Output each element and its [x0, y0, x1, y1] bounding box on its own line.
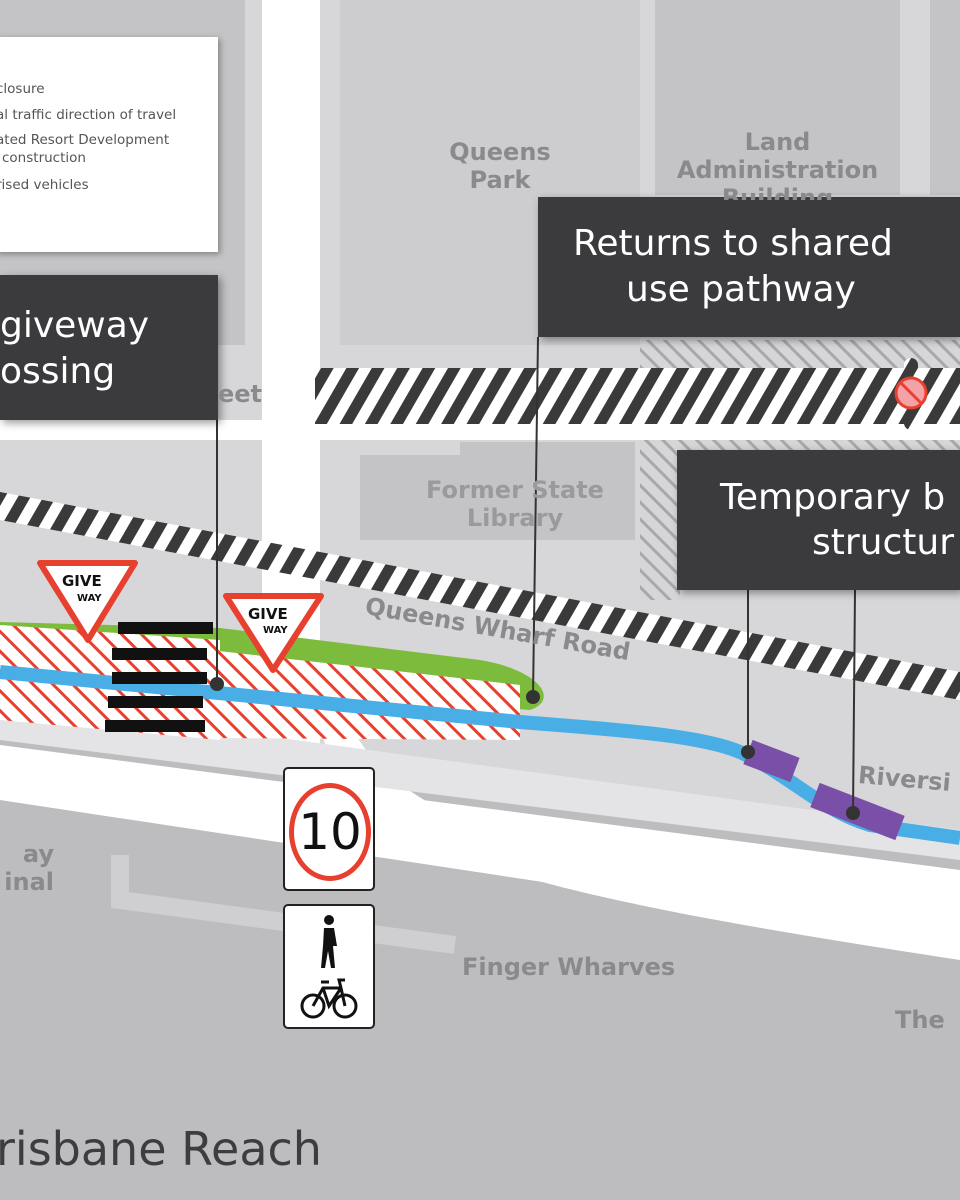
shared-path-sign: [283, 904, 375, 1029]
give-way-text: GIVE: [62, 572, 102, 590]
label-finger-wharves: Finger Wharves: [462, 953, 676, 981]
construction-zone: [640, 430, 680, 600]
leader-dots: [210, 677, 860, 820]
callout-giveway-crossing: giveway ossing: [0, 275, 218, 420]
temporary-structure: [743, 739, 800, 783]
callout-temporary-structure: Temporary b structur: [677, 450, 960, 590]
give-way-text: WAY: [263, 625, 288, 636]
legend-item: rised vehicles: [0, 177, 89, 193]
legend-item: construction: [2, 150, 86, 166]
callout-returns-shared-path: Returns to shared use pathway: [538, 197, 960, 337]
queens-wharf-road-hatch: [0, 492, 960, 700]
pedestrian-bicycle-icon: [300, 915, 358, 1019]
callout-line: ossing: [0, 351, 116, 392]
road-edge: [0, 700, 960, 860]
building: [930, 0, 960, 195]
callout-line: giveway: [0, 305, 150, 346]
road: [0, 420, 960, 440]
callout-line: structur: [812, 522, 955, 563]
label-brisbane-reach: risbane Reach: [0, 1122, 322, 1176]
callout-line: Temporary b: [720, 477, 946, 518]
legend-item: ated Resort Development: [0, 132, 170, 148]
legend-item: al traffic direction of travel: [0, 107, 177, 123]
give-way-sign-icon: [37, 560, 324, 673]
map-legend: closure al traffic direction of travel a…: [0, 37, 218, 252]
former-state-library: [360, 442, 635, 540]
label-the: The: [895, 1006, 945, 1034]
callout-line: use pathway: [626, 269, 856, 310]
give-way-text: GIVE: [248, 605, 288, 623]
crossing-bars: [105, 622, 213, 732]
callout-line: Returns to shared: [573, 223, 893, 264]
speed-limit-sign: 10: [283, 767, 375, 891]
give-way-text: WAY: [77, 593, 102, 604]
land-admin-building: [655, 0, 900, 195]
rail-corridor: [315, 368, 960, 424]
leader-lines: [216, 336, 856, 814]
road-curve: [320, 700, 960, 960]
label-street: eet: [218, 380, 263, 408]
speed-limit-value: 10: [289, 783, 371, 881]
legend-item: closure: [0, 81, 45, 97]
